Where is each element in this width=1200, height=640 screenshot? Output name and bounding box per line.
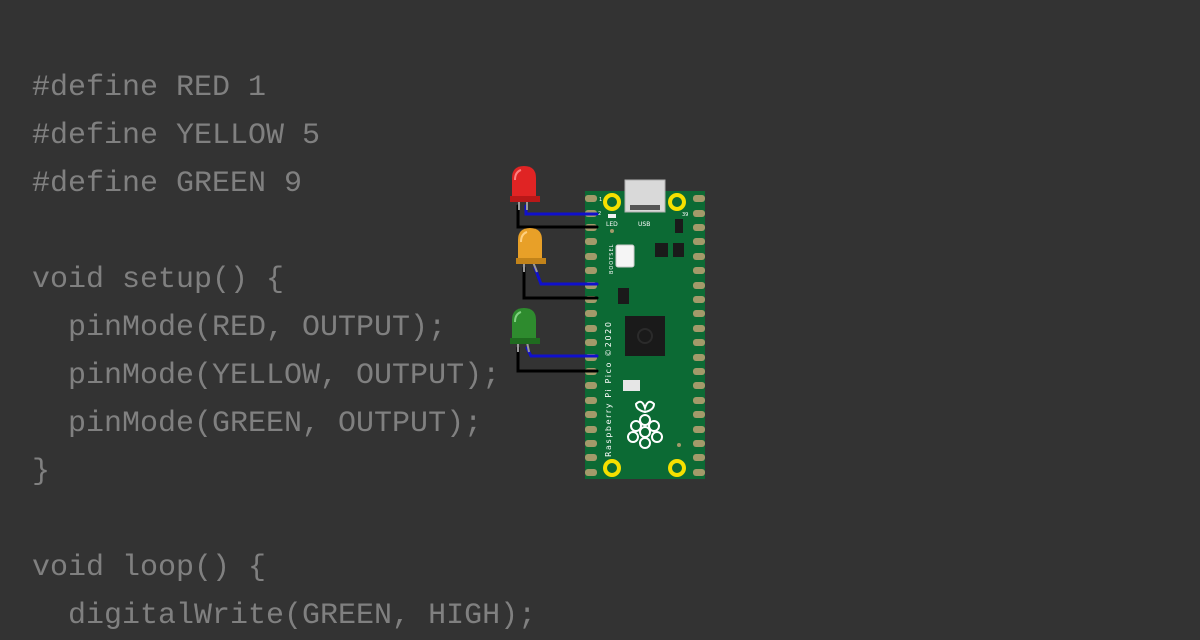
code-line: pinMode(RED, OUTPUT); bbox=[32, 311, 447, 345]
smd-component bbox=[655, 243, 668, 257]
code-line: #define RED 1 bbox=[32, 71, 267, 105]
green-led-ground-wire bbox=[516, 346, 599, 373]
code-editor: #define RED 1 #define YELLOW 5 #define GRE… bbox=[32, 64, 536, 640]
code-line: void loop() { bbox=[32, 551, 267, 585]
red-led-ground-wire bbox=[516, 204, 599, 229]
chip-logo-icon bbox=[637, 328, 653, 344]
code-line: } bbox=[32, 455, 51, 489]
smd-component bbox=[675, 219, 683, 233]
wires bbox=[516, 204, 599, 373]
mount-hole bbox=[603, 193, 621, 211]
smd-component bbox=[618, 288, 629, 304]
raspberry-logo-icon bbox=[627, 400, 663, 449]
bootsel-button bbox=[615, 244, 635, 268]
code-line bbox=[32, 208, 536, 256]
yellow-led bbox=[516, 228, 546, 273]
code-line: digitalWrite(GREEN, HIGH); bbox=[32, 599, 537, 633]
test-pad bbox=[677, 443, 681, 447]
mount-hole bbox=[603, 459, 621, 477]
code-line: pinMode(GREEN, OUTPUT); bbox=[32, 407, 483, 441]
code-line: #define GREEN 9 bbox=[32, 167, 303, 201]
green-led bbox=[510, 308, 540, 353]
onboard-led bbox=[608, 214, 616, 218]
raspberry-pi-pico-board: LED USB 1 2 39 BOOTSEL Raspberry Pi Pico… bbox=[585, 179, 705, 479]
board-name-label: Raspberry Pi Pico ©2020 bbox=[604, 320, 613, 457]
yellow-led-ground-wire bbox=[522, 266, 599, 300]
led-label: LED bbox=[606, 221, 618, 228]
smd-component bbox=[673, 243, 684, 257]
pin-39-label: 39 bbox=[682, 212, 688, 218]
usb-port-opening bbox=[630, 205, 660, 210]
right-pin-header bbox=[693, 195, 705, 476]
circuit-diagram: LED USB 1 2 39 BOOTSEL Raspberry Pi Pico… bbox=[510, 166, 705, 479]
yellow-led-signal-wire bbox=[533, 266, 599, 286]
code-line: #define YELLOW 5 bbox=[32, 119, 321, 153]
usb-label: USB bbox=[638, 221, 650, 228]
mount-hole bbox=[668, 193, 686, 211]
mount-hole bbox=[668, 459, 686, 477]
pin-1-label: 1 bbox=[599, 197, 602, 203]
test-pad bbox=[610, 229, 614, 233]
code-line: pinMode(YELLOW, OUTPUT); bbox=[32, 359, 501, 393]
red-led bbox=[510, 166, 540, 210]
bootsel-label: BOOTSEL bbox=[609, 244, 615, 274]
smd-component bbox=[623, 380, 640, 391]
rp2040-chip bbox=[625, 316, 665, 356]
code-line bbox=[32, 496, 536, 544]
pin-2-label: 2 bbox=[598, 211, 601, 217]
code-line: void setup() { bbox=[32, 263, 285, 297]
